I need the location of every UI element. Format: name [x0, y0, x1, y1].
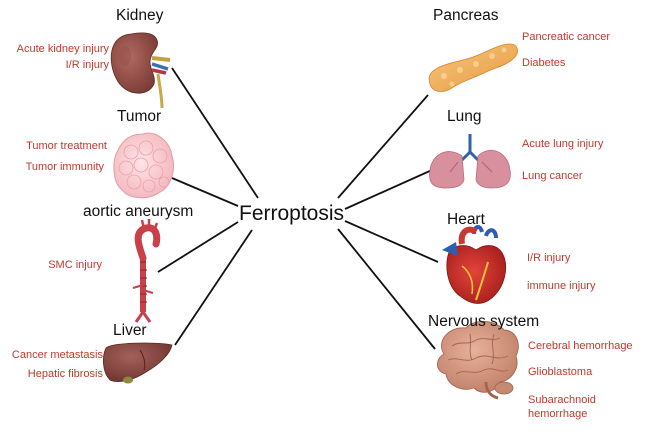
disease-label-cerebral-hemorrhage: Cerebral hemorrhage — [528, 340, 633, 352]
connector-kidney — [171, 67, 259, 199]
organ-label-heart: Heart — [447, 211, 485, 228]
connector-tumor — [171, 177, 239, 207]
disease-label-diabetes: Diabetes — [522, 57, 566, 69]
disease-label-hemorrhage: hemorrhage — [528, 408, 588, 420]
organ-label-lung: Lung — [447, 108, 482, 125]
brain-icon — [437, 321, 519, 400]
heart-icon — [442, 225, 507, 304]
disease-label-immune-injury: immune injury — [527, 280, 596, 292]
organ-label-nervous-system: Nervous system — [428, 313, 540, 330]
disease-label-subarachnoid: Subarachnoid — [528, 394, 596, 406]
liver-icon — [102, 342, 173, 384]
lung-icon — [429, 134, 511, 189]
disease-label-smc-injury: SMC injury — [48, 259, 102, 271]
aorta-icon — [132, 219, 161, 323]
connector-lines — [157, 67, 439, 350]
pancreas-icon — [428, 43, 518, 92]
disease-label-hepatic-fibrosis: Hepatic fibrosis — [27, 368, 103, 380]
disease-label-acute-kidney-injury: Acute kidney injury — [16, 43, 109, 55]
organ-label-liver: Liver — [113, 322, 147, 339]
disease-label-lung-cancer: Lung cancer — [522, 170, 583, 182]
kidney-icon — [110, 32, 171, 109]
disease-label-tumor-treatment: Tumor treatment — [26, 140, 107, 152]
organ-label-tumor: Tumor — [117, 108, 162, 125]
connector-pancreas — [337, 94, 429, 199]
connector-liver — [174, 229, 253, 346]
connector-lung — [344, 169, 433, 210]
organ-label-kidney: Kidney — [116, 7, 164, 24]
disease-label-acute-lung-injury: Acute lung injury — [522, 138, 604, 150]
disease-label-glioblastoma: Glioblastoma — [528, 366, 593, 378]
connector-nervous — [337, 228, 436, 350]
tumor-icon — [113, 132, 174, 199]
organ-label-aortic-aneurysm: aortic aneurysm — [83, 203, 194, 220]
disease-label-pancreatic-cancer: Pancreatic cancer — [522, 31, 611, 43]
connector-aorta — [157, 221, 239, 273]
disease-label-tumor-immunity: Tumor immunity — [25, 161, 104, 173]
organ-label-pancreas: Pancreas — [433, 7, 499, 24]
disease-label-cancer-metastasis: Cancer metastasis — [11, 349, 103, 361]
disease-label-kidney-ir-injury: I/R injury — [65, 59, 109, 71]
center-label: Ferroptosis — [239, 202, 345, 225]
disease-label-heart-ir-injury: I/R injury — [527, 252, 571, 264]
connector-heart — [344, 220, 439, 263]
